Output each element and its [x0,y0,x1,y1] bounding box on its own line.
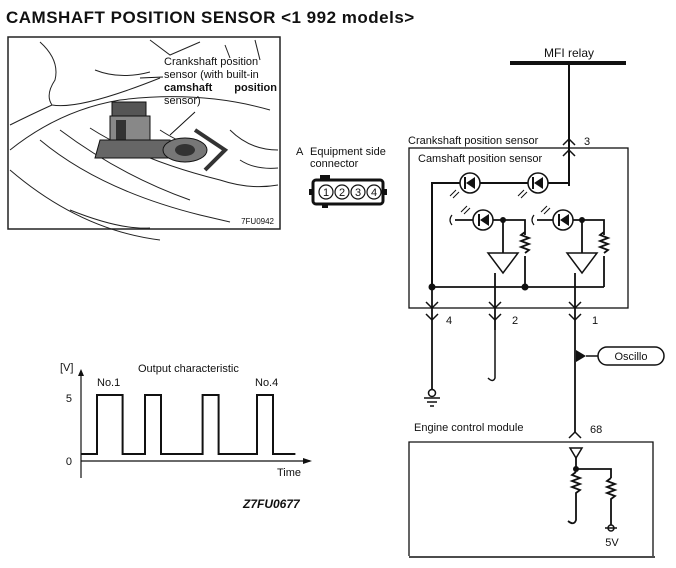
connector-pin-1: 1 [318,184,334,200]
open-end-icon [487,330,496,382]
led-supply-wire [431,150,570,287]
oscillo-badge [597,346,665,366]
pin-4-label: 4 [446,315,452,327]
connector-letter: A [296,146,304,158]
connector-pin-2: 2 [334,184,350,200]
resistor-1-icon [518,231,532,254]
illustration-figure-code: 7FU0942 [241,217,274,226]
callout-line-2: sensor (with built-in [164,69,259,81]
sensor-body [94,101,229,172]
pin-1-label: 1 [592,315,598,327]
engine-sketch [9,39,279,241]
connector-pin-4: 4 [366,184,382,200]
callout-line-3a: camshaft [164,82,213,94]
circuit-diagram: MFI relay Crankshaft position sensor 3 C… [408,46,665,558]
ecm-resistor-1-icon [567,471,583,525]
pin-68-label: 68 [590,424,602,436]
ecm-resistor-2-icon [604,477,618,526]
pin-2-label: 2 [512,315,518,327]
buffer-2-icon [565,252,599,275]
ecm-label: Engine control module [414,422,523,434]
led-1-icon [449,172,481,199]
callout-line-1: Crankshaft position [164,56,258,68]
sensor-box [408,147,629,309]
connector-pin-3: 3 [350,184,366,200]
oscillo-label: Oscillo [614,351,647,363]
photodiode-1-icon [460,205,494,231]
pin-3-label: 3 [584,136,590,148]
page-title: CAMSHAFT POSITION SENSOR <1 992 models> [6,8,415,27]
pin-3-arrow [562,137,576,146]
buffer-1-icon [486,252,520,275]
output-characteristic-chart: [V] Output characteristic 5 0 Time No.1 … [60,362,312,511]
svg-text:1: 1 [323,187,329,199]
chart-series-output [81,394,296,455]
connector-latch [320,175,330,180]
svg-text:2: 2 [339,187,345,199]
ecm-box [408,441,654,556]
x-axis-arrow-icon [303,458,312,464]
sensor-illustration: Crankshaft position sensor (with built-i… [7,36,281,241]
ground-icon [424,388,440,407]
led-2-icon [517,172,549,199]
callout-line-4: sensor) [164,95,201,107]
photodiode-2-icon [540,205,574,231]
supply-5v-label: 5V [605,537,619,549]
connector-label-line-2: connector [310,158,359,170]
svg-text:4: 4 [371,187,377,199]
equipment-side-connector: A Equipment side connector 1 2 3 4 [296,146,387,208]
callout-line-3b: position [234,82,277,94]
crankshaft-sensor-label: Crankshaft position sensor [408,135,539,147]
callout-leader-2 [139,76,164,79]
ecm-buffer-icon [568,447,584,460]
pin-68-arrow [568,430,582,439]
connector-label-line-1: Equipment side [310,146,386,158]
svg-text:3: 3 [355,187,361,199]
callout-leader [169,111,196,136]
supply-terminal-icon [605,524,617,532]
camshaft-sensor-label: Camshaft position sensor [418,153,542,165]
chart-xlabel: Time [277,467,301,479]
y-axis-arrow-icon [78,369,84,376]
chart-title: Output characteristic [138,363,239,375]
terminal-arrows [425,301,582,322]
probe-arrow-icon [576,350,586,362]
y-tick-0: 0 [66,456,72,468]
annotation-no4: No.4 [255,377,278,389]
chart-figure-code: Z7FU0677 [242,497,301,511]
chart-ylabel: [V] [60,362,73,374]
annotation-no1: No.1 [97,377,120,389]
mfi-relay-label: MFI relay [544,46,594,60]
resistor-2-icon [597,231,611,254]
y-tick-5: 5 [66,393,72,405]
